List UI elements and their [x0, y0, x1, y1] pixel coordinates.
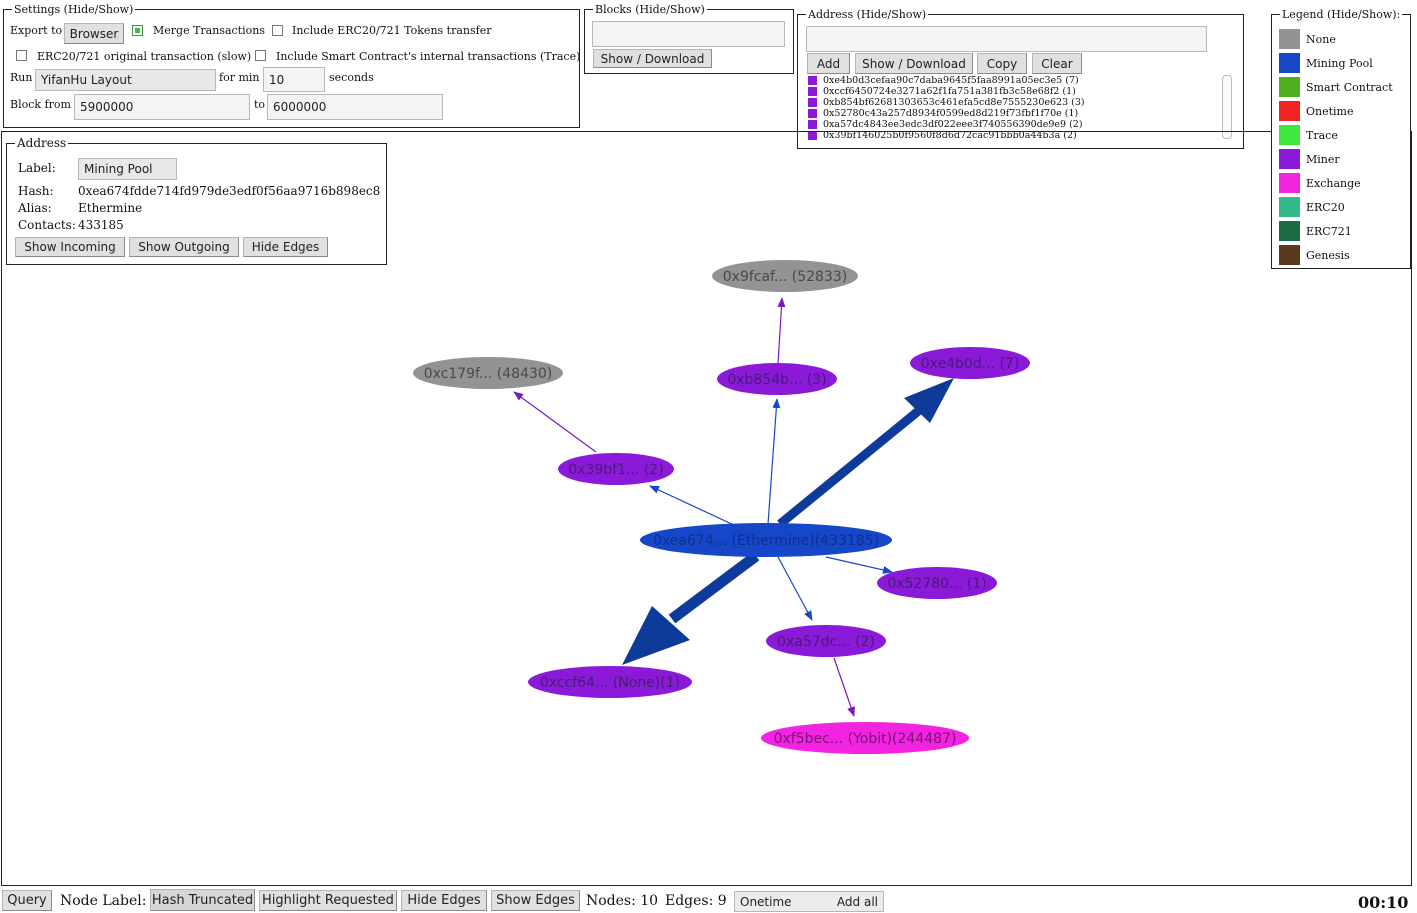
- legend-swatch: [1279, 245, 1300, 265]
- miner-color-swatch: [808, 109, 817, 118]
- type-select[interactable]: Onetime Add all: [734, 891, 884, 912]
- miner-color-swatch: [808, 131, 817, 140]
- miner-color-swatch: [808, 76, 817, 85]
- settings-panel: Settings (Hide/Show) Export to Browser M…: [3, 3, 581, 128]
- settings-toggle[interactable]: Settings (Hide/Show): [12, 3, 136, 16]
- list-item[interactable]: 0xa57dc4843ee3edc3df022eee3f740556390de9…: [808, 119, 1083, 130]
- show-outgoing-button[interactable]: Show Outgoing: [129, 237, 239, 257]
- legend-toggle[interactable]: Legend (Hide/Show):: [1280, 8, 1403, 21]
- blocks-show-download-button[interactable]: Show / Download: [593, 49, 712, 68]
- list-item[interactable]: 0xccf6450724e3271a62f1fa751a381fb3c58e68…: [808, 86, 1076, 97]
- query-button[interactable]: Query: [2, 890, 52, 911]
- legend-item-erc721: ERC721: [1279, 220, 1352, 242]
- type-select-value: Onetime: [740, 894, 792, 909]
- internal-transactions-label: Include Smart Contract's internal transa…: [276, 50, 581, 63]
- nodes-count: Nodes: 10: [586, 893, 659, 909]
- address-show-download-button[interactable]: Show / Download: [855, 53, 973, 74]
- miner-color-swatch: [808, 120, 817, 129]
- run-label: Run: [10, 71, 33, 84]
- list-item[interactable]: 0x39bf146025b0f9560f8d6d72cac91bbb0a44b3…: [808, 130, 1077, 141]
- alias-key: Alias:: [18, 201, 52, 215]
- tokens-transfer-label: Include ERC20/721 Tokens transfer: [292, 24, 492, 37]
- edges-count: Edges: 9: [665, 893, 727, 909]
- layout-select[interactable]: YifanHu Layout: [35, 69, 216, 91]
- miner-color-swatch: [808, 87, 817, 96]
- legend-swatch: [1279, 77, 1300, 97]
- blocks-toggle[interactable]: Blocks (Hide/Show): [593, 3, 707, 16]
- tokens-transfer-checkbox[interactable]: [272, 25, 283, 36]
- block-from-input[interactable]: 5900000: [74, 94, 250, 120]
- export-label: Export to: [10, 24, 63, 37]
- list-item[interactable]: 0xb854bf62681303653c461efa5cd8e7555230e6…: [808, 97, 1085, 108]
- detail-hide-edges-button[interactable]: Hide Edges: [243, 237, 328, 257]
- address-add-button[interactable]: Add: [807, 53, 850, 74]
- timer: 00:10: [1358, 893, 1409, 912]
- list-item[interactable]: 0xe4b0d3cefaa90c7daba9645f5faa8991a05ec3…: [808, 75, 1079, 86]
- erc-original-checkbox[interactable]: [16, 50, 27, 61]
- legend-swatch: [1279, 197, 1300, 217]
- alias-value: Ethermine: [78, 201, 143, 215]
- legend-swatch: [1279, 125, 1300, 145]
- legend-swatch: [1279, 29, 1300, 49]
- block-to-input[interactable]: 6000000: [267, 94, 443, 120]
- legend-swatch: [1279, 221, 1300, 241]
- blocks-input[interactable]: [592, 21, 785, 47]
- for-min-label: for min: [219, 71, 260, 84]
- block-from-label: Block from: [10, 98, 71, 111]
- legend-swatch: [1279, 149, 1300, 169]
- show-incoming-button[interactable]: Show Incoming: [15, 237, 125, 257]
- miner-color-swatch: [808, 98, 817, 107]
- address-input[interactable]: [806, 26, 1207, 52]
- merge-transactions-checkbox[interactable]: [132, 25, 143, 36]
- show-edges-button[interactable]: Show Edges: [491, 890, 580, 911]
- contacts-value: 433185: [78, 218, 124, 232]
- list-item[interactable]: 0x52780c43a257d8934f0599ed8d219f73fbf1f7…: [808, 108, 1078, 119]
- hash-truncated-button[interactable]: Hash Truncated: [150, 889, 255, 911]
- label-key: Label:: [18, 161, 56, 175]
- graph-canvas-frame: [1, 131, 1412, 886]
- to-label: to: [254, 98, 266, 111]
- address-toggle[interactable]: Address (Hide/Show): [806, 8, 929, 21]
- address-list-scrollbar[interactable]: [1222, 75, 1232, 139]
- hide-edges-button[interactable]: Hide Edges: [401, 890, 487, 911]
- internal-transactions-checkbox[interactable]: [255, 50, 266, 61]
- legend-item-mining-pool: Mining Pool: [1279, 52, 1373, 74]
- legend-panel: Legend (Hide/Show): None Mining Pool Sma…: [1271, 8, 1411, 269]
- legend-item-smart-contract: Smart Contract: [1279, 76, 1393, 98]
- legend-swatch: [1279, 53, 1300, 73]
- merge-transactions-label: Merge Transactions: [153, 24, 265, 37]
- address-clear-button[interactable]: Clear: [1032, 53, 1082, 74]
- address-list-panel: Address (Hide/Show) Add Show / Download …: [797, 8, 1244, 149]
- legend-item-erc20: ERC20: [1279, 196, 1345, 218]
- legend-item-trace: Trace: [1279, 124, 1338, 146]
- address-copy-button[interactable]: Copy: [977, 53, 1027, 74]
- address-detail-panel: Address Label: Mining Pool Hash: 0xea674…: [6, 137, 387, 265]
- hash-key: Hash:: [18, 184, 54, 198]
- legend-swatch: [1279, 173, 1300, 193]
- node-label-label: Node Label:: [60, 893, 147, 909]
- highlight-requested-button[interactable]: Highlight Requested: [259, 890, 397, 911]
- legend-swatch: [1279, 101, 1300, 121]
- legend-item-onetime: Onetime: [1279, 100, 1354, 122]
- legend-item-none: None: [1279, 28, 1336, 50]
- legend-item-miner: Miner: [1279, 148, 1340, 170]
- blocks-panel: Blocks (Hide/Show) Show / Download: [584, 3, 794, 74]
- hash-value: 0xea674fdde714fd979de3edf0f56aa9716b898e…: [78, 184, 381, 198]
- export-browser-button[interactable]: Browser: [64, 23, 124, 44]
- erc-original-label: ERC20/721 original transaction (slow): [37, 50, 252, 63]
- add-all-button[interactable]: Add all: [836, 894, 878, 909]
- label-value-field[interactable]: Mining Pool: [78, 158, 177, 180]
- seconds-label: seconds: [329, 71, 374, 84]
- legend-item-genesis: Genesis: [1279, 244, 1350, 266]
- minutes-input[interactable]: 10: [263, 67, 325, 92]
- contacts-key: Contacts:: [18, 218, 76, 232]
- address-detail-title: Address: [15, 136, 69, 150]
- legend-item-exchange: Exchange: [1279, 172, 1361, 194]
